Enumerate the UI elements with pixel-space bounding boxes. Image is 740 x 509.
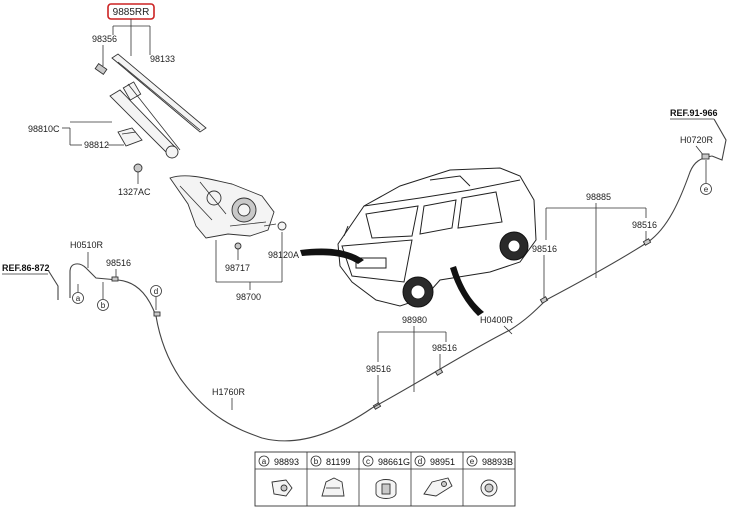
label-98700: 98700 (236, 292, 261, 302)
label-98356: 98356 (92, 34, 117, 44)
arm-cover (117, 127, 143, 147)
hose-right (545, 155, 713, 301)
label-H0400R: H0400R (480, 315, 514, 325)
right-hose-section: 98885 98516 98516 REF.91-966 H0720R e (532, 108, 727, 304)
callout-e[interactable] (700, 183, 712, 195)
label-98717: 98717 (225, 263, 250, 273)
svg-text:d: d (418, 457, 422, 466)
highlight-part-number[interactable]: 9885RR (113, 7, 150, 18)
hose-H0400R (371, 299, 547, 409)
label-98133: 98133 (150, 54, 175, 64)
arm-hub (165, 145, 179, 159)
svg-text:a: a (262, 457, 267, 466)
legend-part-81199: 81199 (326, 457, 350, 467)
label-98885: 98885 (586, 192, 611, 202)
label-98516-mid1: 98516 (366, 364, 391, 374)
callout-d[interactable] (150, 285, 162, 297)
svg-text:c: c (366, 457, 370, 466)
svg-text:d: d (154, 287, 158, 296)
callout-a[interactable] (72, 292, 84, 304)
legend-part-98661G: 98661G (378, 457, 410, 467)
label-98516-right1: 98516 (532, 244, 557, 254)
legend-cell-c[interactable]: c 98661G (362, 455, 410, 499)
label-H0720R: H0720R (680, 135, 714, 145)
label-98810C: 98810C (28, 124, 60, 134)
ref-right: REF.91-966 (670, 108, 718, 118)
svg-text:b: b (101, 301, 106, 310)
legend-part-98893: 98893 (274, 457, 299, 467)
blade-clip (94, 63, 108, 75)
label-98516-mid2: 98516 (432, 343, 457, 353)
legend-cell-d[interactable]: d 98951 (414, 455, 455, 497)
legend-part-98951: 98951 (430, 457, 455, 467)
svg-text:a: a (76, 294, 81, 303)
hose-H0510R (69, 263, 119, 298)
wiper-blade (111, 53, 207, 133)
pointer-arrow-wiper (300, 248, 364, 264)
legend-part-98893B: 98893B (482, 457, 513, 467)
wiper-motor-bracket (169, 175, 275, 239)
grommet-icon (321, 477, 345, 497)
label-98516-right2: 98516 (632, 220, 657, 230)
pointer-arrow-hose (450, 266, 484, 316)
nut-1327AC (133, 163, 143, 173)
ref-left: REF.86-872 (2, 263, 50, 273)
vehicle-illustration (300, 167, 537, 316)
svg-text:b: b (314, 457, 319, 466)
label-98812: 98812 (84, 140, 109, 150)
label-98516-left: 98516 (106, 258, 131, 268)
legend-cell-e[interactable]: e 98893B (466, 455, 513, 497)
legend-table: a 98893 b 81199 c 98661G d 98951 (254, 451, 516, 507)
label-H1760R: H1760R (212, 387, 246, 397)
svg-text:e: e (704, 185, 709, 194)
label-98980: 98980 (402, 315, 427, 325)
legend-cell-a[interactable]: a 98893 (258, 455, 299, 497)
wiper-assembly: 9885RR 98356 98133 98810C 98812 13 (28, 3, 299, 302)
left-hose-section: REF.86-872 H0510R 98516 a b d H1760R (2, 240, 373, 442)
label-H0510R: H0510R (70, 240, 104, 250)
hose-H1760R (117, 279, 373, 442)
label-1327AC: 1327AC (118, 187, 151, 197)
middle-connector-section: 98980 98516 98516 H0400R (366, 299, 547, 410)
legend-cell-b[interactable]: b 81199 (310, 455, 350, 497)
label-98120A: 98120A (268, 250, 299, 260)
callout-b[interactable] (97, 299, 109, 311)
svg-text:e: e (470, 457, 475, 466)
